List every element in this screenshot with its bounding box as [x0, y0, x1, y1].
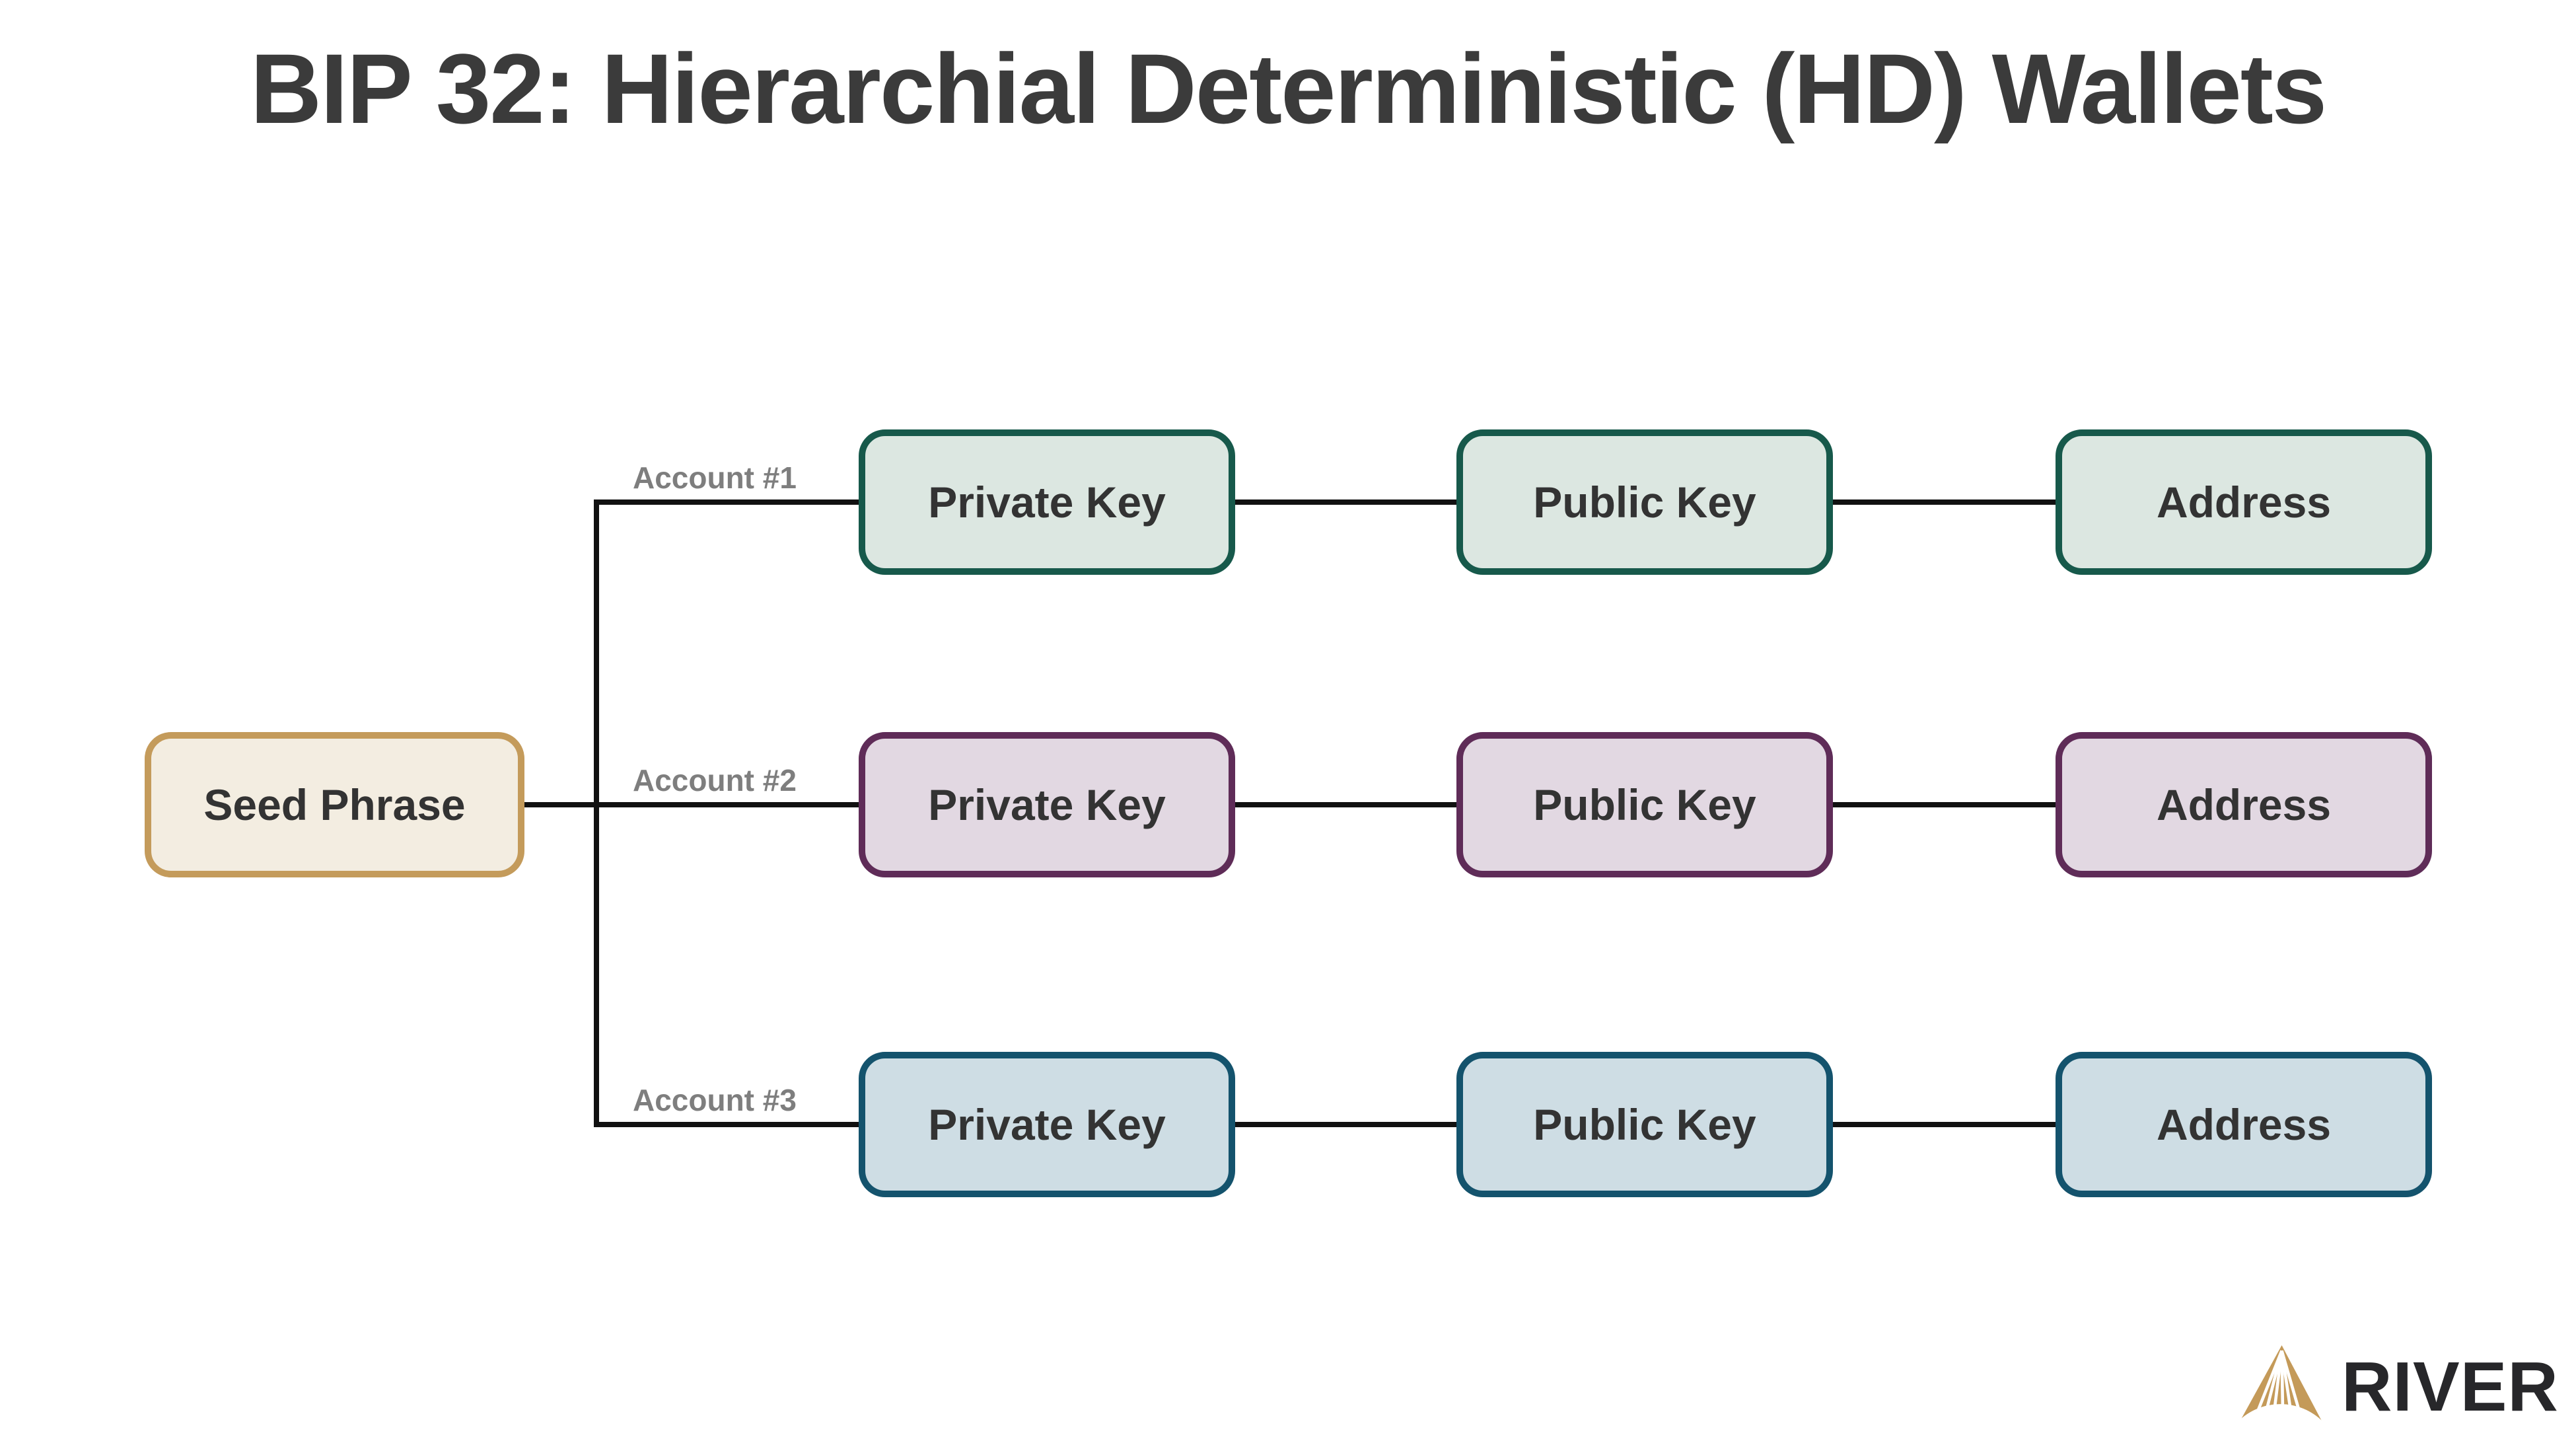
- public-key-node-account-3: Public Key: [1456, 1052, 1833, 1197]
- account-2-label: Account #2: [633, 763, 797, 797]
- connector-public-to-address-2: [1833, 802, 2056, 807]
- seed-phrase-node: Seed Phrase: [145, 732, 524, 877]
- address-label: Address: [2156, 1100, 2332, 1149]
- address-label: Address: [2156, 780, 2332, 829]
- connector-branch-account-3: [596, 1122, 859, 1127]
- account-3-label: Account #3: [633, 1083, 797, 1117]
- connector-trunk-vertical: [594, 499, 599, 1127]
- connector-private-to-public-2: [1235, 802, 1456, 807]
- connector-branch-account-1: [596, 499, 859, 505]
- address-node-account-1: Address: [2056, 429, 2432, 575]
- connector-private-to-public-3: [1235, 1122, 1456, 1127]
- private-key-node-account-3: Private Key: [859, 1052, 1235, 1197]
- private-key-label: Private Key: [928, 1100, 1166, 1149]
- connector-seed-to-trunk: [524, 802, 596, 807]
- public-key-label: Public Key: [1533, 1100, 1756, 1149]
- private-key-label: Private Key: [928, 780, 1166, 829]
- seed-phrase-label: Seed Phrase: [203, 780, 466, 829]
- connector-public-to-address-3: [1833, 1122, 2056, 1127]
- account-1-label: Account #1: [633, 461, 797, 495]
- connector-branch-account-2: [596, 802, 859, 807]
- private-key-label: Private Key: [928, 478, 1166, 527]
- address-label: Address: [2156, 478, 2332, 527]
- address-node-account-3: Address: [2056, 1052, 2432, 1197]
- brand-logo: RIVER: [2236, 1341, 2559, 1432]
- brand-wordmark: RIVER: [2342, 1348, 2559, 1426]
- page-title: BIP 32: Hierarchial Deterministic (HD) W…: [250, 33, 2327, 144]
- public-key-label: Public Key: [1533, 478, 1756, 527]
- address-node-account-2: Address: [2056, 732, 2432, 877]
- connector-private-to-public-1: [1235, 499, 1456, 505]
- river-mountain-rays-icon: [2236, 1345, 2327, 1432]
- public-key-node-account-1: Public Key: [1456, 429, 1833, 575]
- private-key-node-account-2: Private Key: [859, 732, 1235, 877]
- public-key-label: Public Key: [1533, 780, 1756, 829]
- connector-public-to-address-1: [1833, 499, 2056, 505]
- public-key-node-account-2: Public Key: [1456, 732, 1833, 877]
- private-key-node-account-1: Private Key: [859, 429, 1235, 575]
